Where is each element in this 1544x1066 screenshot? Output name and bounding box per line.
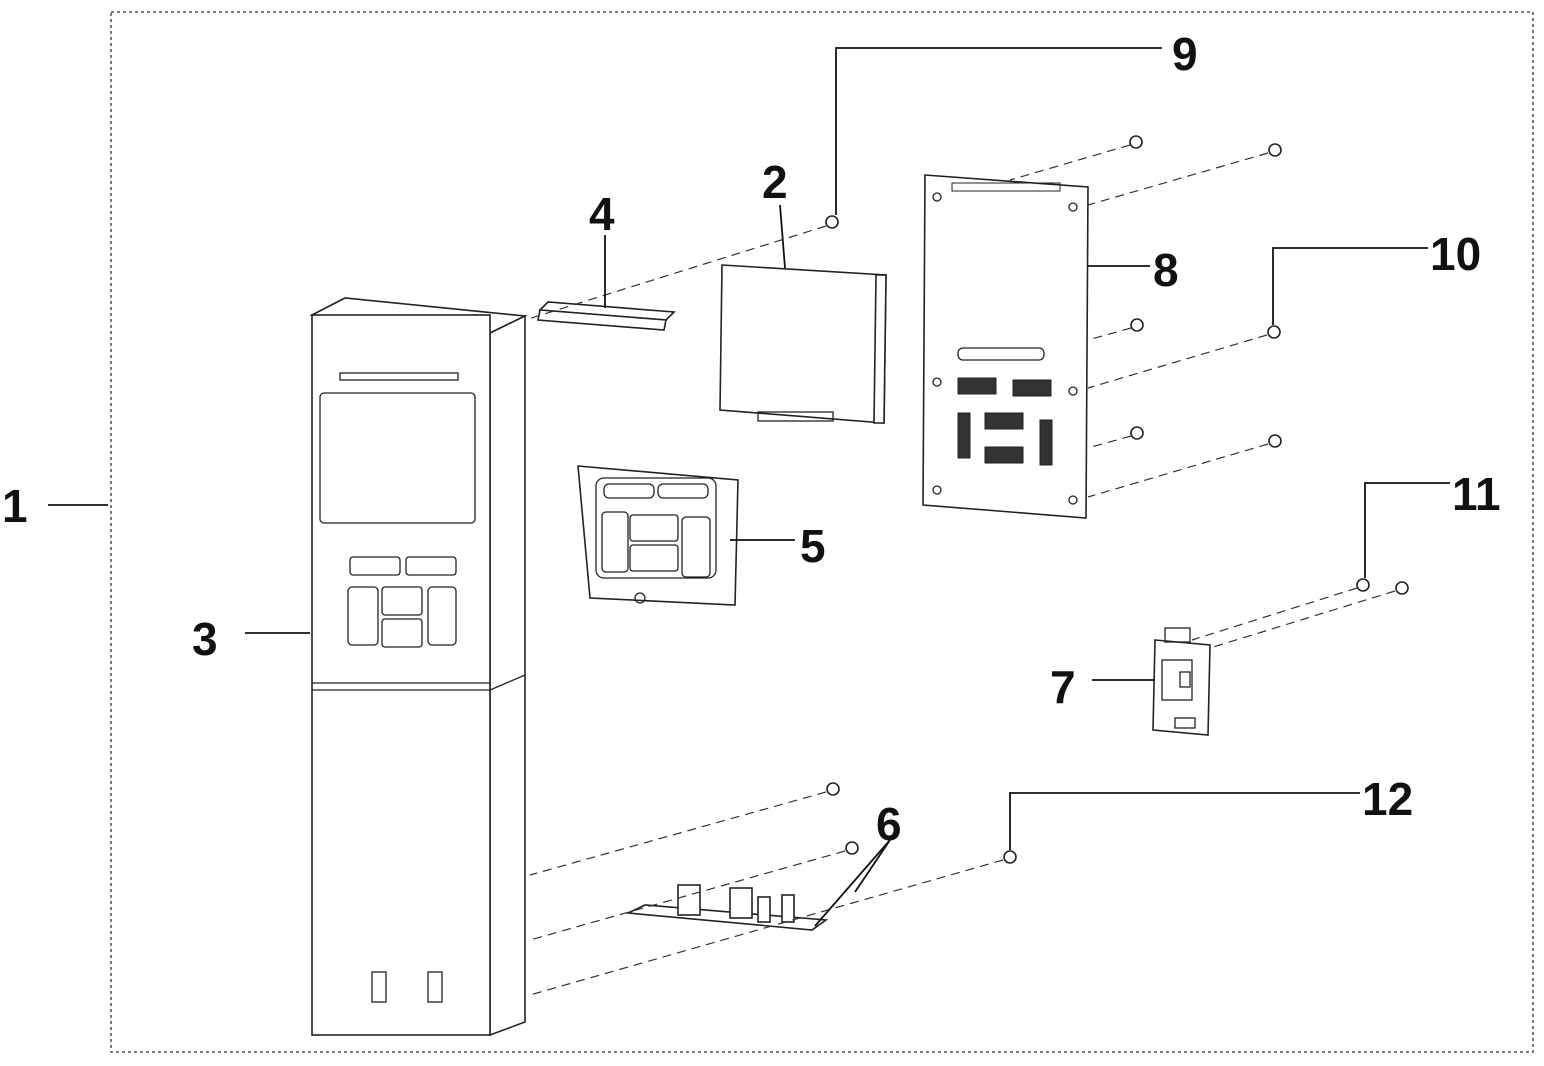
- callout-3: 3: [192, 613, 218, 665]
- callout-9: 9: [1172, 28, 1198, 80]
- callout-12: 12: [1362, 773, 1413, 825]
- callout-8: 8: [1153, 244, 1179, 296]
- callout-2: 2: [762, 156, 788, 208]
- callout-6: 6: [876, 798, 902, 850]
- assembly-boundary: [110, 11, 1534, 1053]
- screws: [825, 135, 1409, 864]
- callout-11: 11: [1452, 468, 1501, 520]
- part-4-light-strip: [537, 301, 676, 331]
- part-3-front-panel: [309, 297, 528, 1037]
- part-2-display-module: [719, 264, 887, 424]
- part-7-small-board: [1152, 627, 1211, 736]
- callout-5: 5: [800, 520, 826, 572]
- part-8-main-board: [922, 174, 1089, 519]
- part-5-keypad: [577, 465, 739, 606]
- callout-4: 4: [589, 188, 615, 240]
- leader-lines: [48, 47, 1450, 927]
- callout-1: 1: [2, 480, 28, 532]
- assembly-lines: [524, 144, 1396, 996]
- callout-7: 7: [1050, 661, 1076, 713]
- part-6-connector-board: [625, 884, 829, 931]
- callout-10: 10: [1430, 228, 1481, 280]
